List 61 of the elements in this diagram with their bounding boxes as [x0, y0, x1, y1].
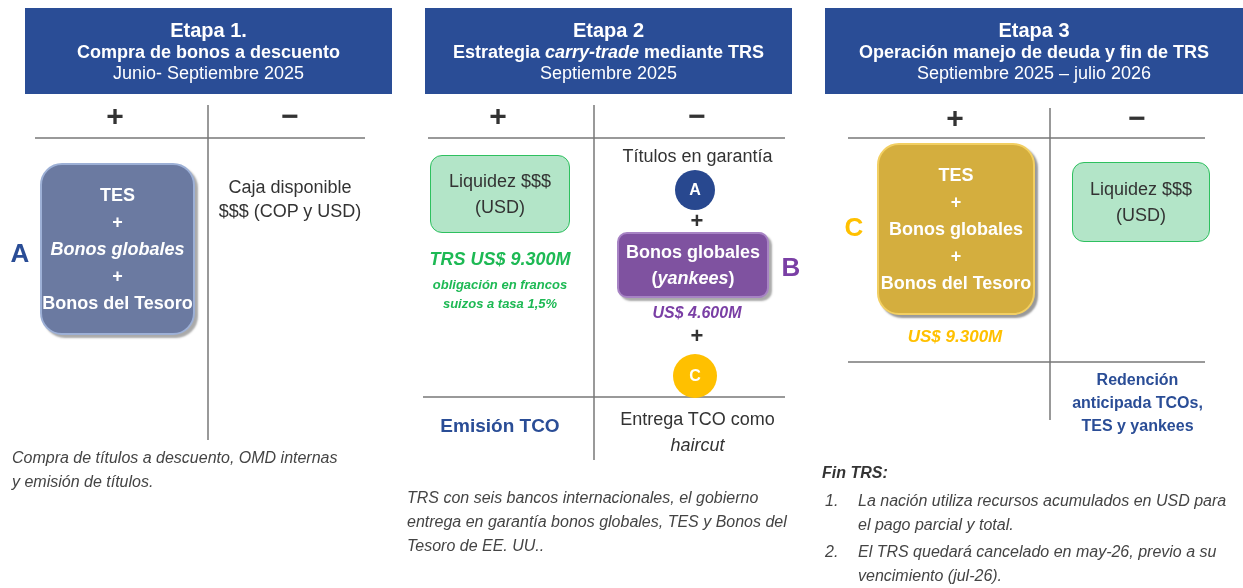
collateral-box	[617, 232, 769, 298]
stage-subtitle: Operación manejo de deuda y fin de TRS	[858, 41, 1210, 63]
letter-circle	[675, 170, 715, 210]
stage-title: Etapa 3	[998, 18, 1070, 42]
plus-sign: +	[945, 100, 965, 136]
asset-box	[877, 143, 1035, 315]
letter-marker: C	[843, 212, 865, 244]
liquidity-box	[1072, 162, 1210, 242]
label-text: Emisión TCO	[439, 415, 561, 438]
box-text: Liquidez $$$ (USD)	[447, 170, 553, 219]
plus-sign: +	[689, 208, 705, 235]
minus-sign: −	[280, 98, 300, 134]
box-text: Bonos globales (yankees)	[625, 241, 761, 290]
amount-text: TRS US$ 9.300M	[428, 249, 572, 271]
minus-sign: −	[687, 98, 707, 134]
plus-sign: +	[950, 190, 962, 214]
label-text: Redención anticipada TCOs, TES y yankees	[1071, 370, 1204, 436]
amount-text: US$ 9.300M	[906, 327, 1004, 348]
list-number: 2.	[825, 542, 840, 562]
box-text: C	[689, 367, 701, 385]
label-text: Entrega TCO como haircut	[619, 408, 776, 457]
stage-title: Etapa 2	[572, 18, 645, 42]
list-number: 1.	[825, 491, 840, 511]
box-text: Liquidez $$$ (USD)	[1088, 178, 1194, 227]
box-text: Bonos globales	[889, 217, 1023, 241]
plus-sign: +	[488, 98, 508, 134]
plus-sign: +	[950, 244, 962, 268]
note-text: El TRS quedará cancelado en may-26, previo a su vencimiento (jul-26).	[858, 542, 1218, 586]
plus-sign: +	[689, 323, 705, 350]
stage-header	[25, 8, 392, 94]
letter-marker: B	[780, 252, 802, 284]
box-text: TES	[938, 163, 974, 187]
stage-title: Etapa 1.	[170, 18, 247, 42]
amount-text: US$ 4.600M	[651, 303, 743, 323]
date-text: Septiembre 2025	[539, 62, 678, 84]
box-text: Bonos del Tesoro	[880, 271, 1032, 295]
note-text: obligación en francos suizos a tasa 1,5%	[431, 276, 569, 313]
stage-subtitle: Compra de bonos a descuento	[76, 41, 340, 63]
box-text: A	[689, 181, 701, 199]
note-text: La nación utiliza recursos acumulados en USD para el pago parcial y total.	[858, 491, 1228, 535]
box-text: Bonos del Tesoro	[42, 291, 193, 315]
plus-sign: +	[105, 98, 125, 134]
minus-sign: −	[1127, 100, 1147, 136]
asset-box	[40, 163, 195, 335]
letter-marker: A	[9, 238, 31, 270]
note-text: Compra de títulos a descuento, OMD internas y emisión de títulos.	[12, 448, 339, 492]
label-text: Títulos en garantía	[621, 146, 774, 168]
letter-circle	[673, 354, 717, 398]
note-text: TRS con seis bancos internacionales, el gobierno entrega en garantía bonos globales, TES y Bonos del Tesoro de EE. UU..	[407, 488, 788, 556]
label-text: Caja disponible $$$ (COP y USD)	[217, 176, 363, 223]
box-text: TES	[100, 183, 135, 207]
stage-subtitle: Estrategia carry-trade mediante TRS	[452, 41, 765, 63]
date-text: Septiembre 2025 – julio 2026	[916, 62, 1152, 84]
plus-sign: +	[112, 264, 123, 288]
note-heading: Fin TRS:	[822, 463, 889, 483]
plus-sign: +	[112, 210, 123, 234]
stage-header	[425, 8, 792, 94]
date-text: Junio- Septiembre 2025	[112, 62, 305, 84]
liquidity-box	[430, 155, 570, 233]
box-text: Bonos globales	[50, 237, 185, 261]
stage-header	[825, 8, 1243, 94]
